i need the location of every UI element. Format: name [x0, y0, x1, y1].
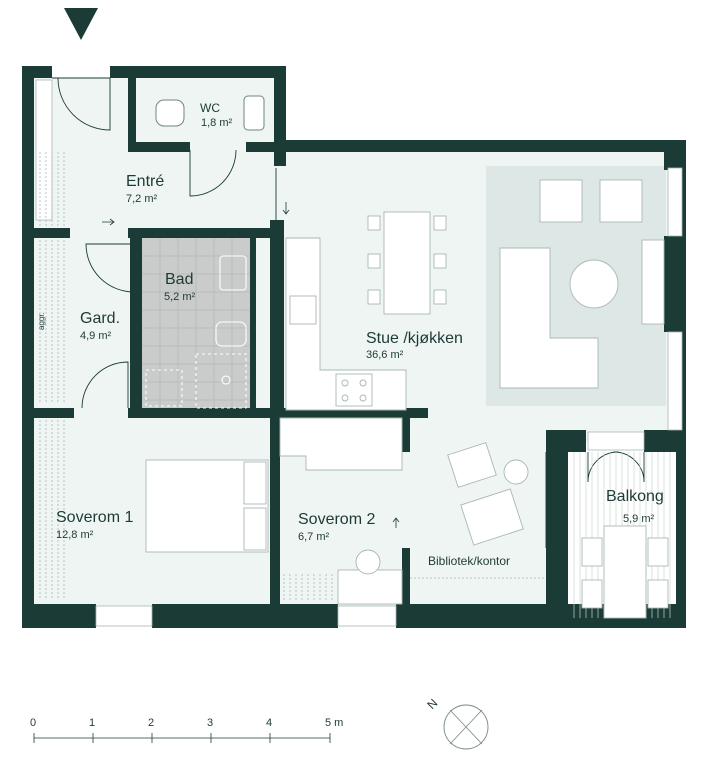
room-name-gard: Gard.	[80, 310, 121, 327]
scale-tick-label: 0	[30, 717, 37, 729]
scale-tick-label: 1	[89, 717, 96, 729]
room-name-soverom2: Soverom 2	[298, 511, 376, 528]
balcony	[573, 452, 671, 619]
bedroom2-furniture	[279, 417, 403, 605]
room-name-wc: WC	[200, 101, 220, 115]
wc-fixtures	[155, 95, 265, 131]
scale-tick-label: 4	[266, 717, 273, 729]
aggr-label: aggr.	[37, 312, 46, 330]
double-bed	[145, 459, 269, 553]
scale-bar	[33, 733, 331, 743]
room-area-bad: 5,2 m²	[164, 291, 196, 303]
room-name-stue: Stue /kjøkken	[366, 330, 463, 347]
doors	[52, 77, 645, 548]
room-area-balkong: 5,9 m²	[623, 513, 655, 525]
scale-tick-label: 3	[207, 717, 214, 729]
room-name-entre: Entré	[126, 173, 165, 190]
dining-set	[367, 211, 447, 315]
living-set	[499, 179, 665, 389]
lounge-chairs	[447, 442, 529, 546]
bathroom-tiles	[142, 238, 250, 410]
compass-icon	[443, 704, 489, 750]
room-area-soverom2: 6,7 m²	[298, 531, 330, 543]
room-area-stue: 36,6 m²	[366, 349, 404, 361]
room-area-entre: 7,2 m²	[126, 193, 158, 205]
room-area-soverom1: 12,8 m²	[56, 529, 94, 541]
entrance-arrow-icon	[64, 8, 98, 40]
wardrobe-hatching	[39, 152, 546, 602]
direction-arrows	[102, 202, 400, 528]
scale-tick-label: 2	[148, 717, 155, 729]
room-name-soverom1: Soverom 1	[56, 509, 134, 526]
room-area-wc: 1,8 m²	[201, 117, 233, 129]
room-area-gard: 4,9 m²	[80, 330, 112, 342]
bathroom-fixtures	[145, 255, 247, 409]
room-name-bibliotek: Bibliotek/kontor	[428, 554, 511, 568]
kitchen-counter	[285, 237, 407, 411]
scale-tick-label: 5 m	[325, 717, 344, 729]
room-name-balkong: Balkong	[606, 488, 664, 505]
room-name-bad: Bad	[165, 271, 194, 288]
